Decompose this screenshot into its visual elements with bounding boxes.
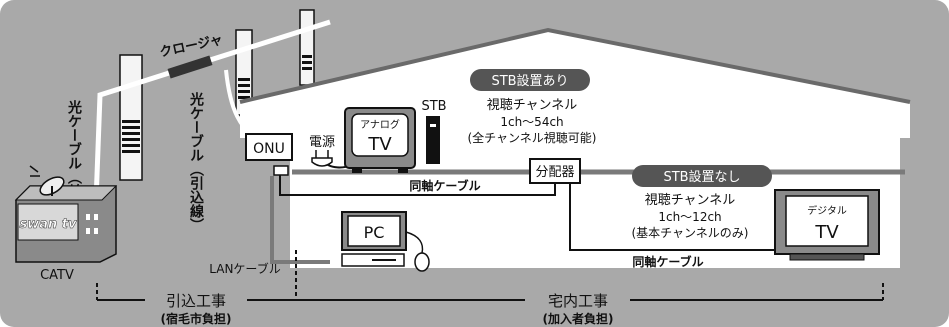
channels-range-with-stb: 1ch～54ch bbox=[500, 115, 563, 129]
section-indoor-label: 宅内工事 bbox=[548, 292, 608, 310]
analog-tv bbox=[344, 107, 416, 173]
house bbox=[240, 30, 910, 268]
channels-note-without-stb: (基本チャンネルのみ) bbox=[631, 226, 748, 240]
splitter-box bbox=[529, 158, 581, 184]
stb-without-badge bbox=[632, 165, 772, 187]
utility-pole bbox=[299, 9, 315, 86]
channels-range-without-stb: 1ch～12ch bbox=[658, 210, 721, 224]
mouse-cord bbox=[405, 231, 424, 254]
mouse-icon bbox=[414, 252, 430, 272]
stb-with-badge bbox=[470, 69, 590, 91]
stb-light bbox=[430, 124, 436, 127]
fiber-drop-label: 光ケーブル（引込線） bbox=[188, 91, 205, 232]
digital-tv-caption: デジタル bbox=[807, 204, 847, 217]
digital-tv bbox=[774, 189, 880, 261]
section-drop-burden: (宿毛市負担) bbox=[161, 311, 232, 326]
fiber-trunk-cable bbox=[93, 19, 331, 203]
coax-cable-label-1: 同軸ケーブル bbox=[409, 178, 480, 193]
pc-monitor bbox=[341, 211, 407, 251]
power-plug-icon bbox=[311, 150, 333, 167]
coax-cable-outline-1 bbox=[279, 172, 556, 196]
channels-note-with-stb: (全チャンネル視聴可能) bbox=[467, 130, 596, 145]
lan-cable-label: LANケーブル bbox=[209, 261, 280, 276]
closure-box bbox=[167, 55, 213, 79]
power-label: 電源 bbox=[309, 135, 335, 150]
onu-port bbox=[273, 165, 289, 176]
coax-cable-outline-2 bbox=[569, 182, 775, 251]
stb-without-label: STB設置なし bbox=[663, 169, 740, 185]
house-roof-line bbox=[239, 27, 911, 104]
analog-tv-screen-label: TV bbox=[367, 134, 392, 155]
utility-pole bbox=[119, 54, 143, 181]
coax-cable-label-2: 同軸ケーブル bbox=[632, 254, 703, 269]
lan-cable-line bbox=[270, 176, 330, 264]
digital-tv-screen-label: TV bbox=[814, 222, 839, 243]
catv-label: CATV bbox=[40, 268, 74, 283]
analog-tv-caption: アナログ bbox=[360, 118, 400, 131]
stb-label: STB bbox=[421, 99, 446, 114]
splitter-label: 分配器 bbox=[535, 165, 574, 180]
stb-box bbox=[426, 116, 440, 164]
channels-heading-with-stb: 視聴チャンネル bbox=[487, 98, 578, 113]
onu-box bbox=[245, 133, 293, 161]
stb-with-label: STB設置あり bbox=[491, 73, 568, 89]
onu-label: ONU bbox=[253, 141, 285, 157]
section-drop-label: 引込工事 bbox=[166, 292, 226, 310]
station-logo: swan tv bbox=[20, 217, 78, 232]
pc-label: PC bbox=[364, 223, 385, 242]
division-markers bbox=[96, 250, 884, 301]
channels-heading-without-stb: 視聴チャンネル bbox=[645, 193, 736, 208]
satellite-dish-icon bbox=[29, 165, 65, 196]
section-indoor-burden: (加入者負担) bbox=[543, 311, 614, 326]
